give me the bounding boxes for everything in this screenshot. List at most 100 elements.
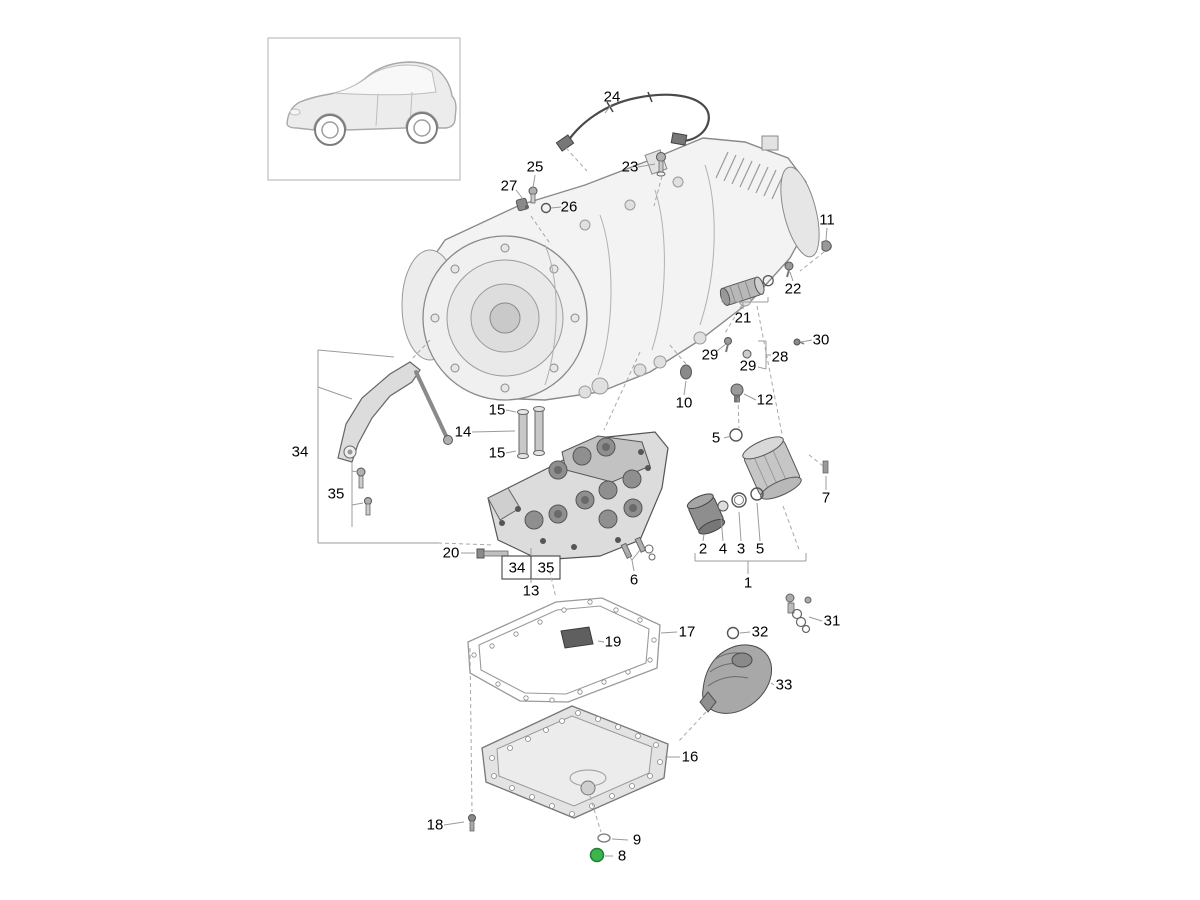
plug-part-12[interactable] xyxy=(730,383,744,403)
sleeve-end xyxy=(719,287,731,306)
callout-25[interactable]: 25 xyxy=(527,159,544,176)
sleeve-part-21[interactable] xyxy=(718,272,776,306)
callout-5[interactable]: 5 xyxy=(756,541,764,558)
oil-pan-part-16[interactable] xyxy=(481,705,669,819)
pin xyxy=(518,413,528,455)
screw-part-30[interactable] xyxy=(793,338,805,346)
callout-6[interactable]: 6 xyxy=(630,572,638,589)
callout-10[interactable]: 10 xyxy=(676,395,693,412)
gasket-part-17[interactable] xyxy=(467,597,661,703)
id-label-part-19[interactable] xyxy=(560,626,594,649)
leader-line xyxy=(437,542,494,546)
fitting-head xyxy=(804,596,812,604)
callout-11[interactable]: 11 xyxy=(819,212,835,229)
leader-line xyxy=(799,251,825,272)
rod-end xyxy=(443,435,453,445)
oring-part-5-upper[interactable] xyxy=(729,428,743,442)
callout-4[interactable]: 4 xyxy=(719,541,727,558)
callout-2[interactable]: 2 xyxy=(699,541,707,558)
callout-33[interactable]: 33 xyxy=(776,677,793,694)
leader-line xyxy=(471,430,516,433)
seal-part-4[interactable] xyxy=(717,500,729,512)
clip-part-11[interactable] xyxy=(821,240,832,252)
cooling-ribs xyxy=(715,151,785,200)
bolt-part-23[interactable] xyxy=(656,152,666,177)
callout-15[interactable]: 15 xyxy=(489,402,506,419)
pan-bolt-holes xyxy=(489,710,663,817)
seal-washer-part-9[interactable] xyxy=(597,833,611,843)
sensor-part-27[interactable] xyxy=(515,197,529,212)
callout-13[interactable]: 13 xyxy=(523,583,540,600)
leader-line xyxy=(738,511,742,542)
bolts-part-29[interactable] xyxy=(724,337,752,359)
callout-21[interactable]: 21 xyxy=(735,310,752,327)
callout-20[interactable]: 20 xyxy=(443,545,460,562)
leader-line xyxy=(530,215,552,246)
callout-16[interactable]: 16 xyxy=(682,749,699,766)
callout-34[interactable]: 34 xyxy=(292,444,309,461)
callout-22[interactable]: 22 xyxy=(785,281,802,298)
callout-28[interactable]: 28 xyxy=(772,349,789,366)
callout-12[interactable]: 12 xyxy=(757,392,774,409)
callout-34[interactable]: 34 xyxy=(509,560,526,577)
leader-line xyxy=(737,397,740,429)
callout-9[interactable]: 9 xyxy=(633,832,641,849)
selector-lever-part-34[interactable] xyxy=(337,361,453,463)
callout-15[interactable]: 15 xyxy=(489,445,506,462)
callout-18[interactable]: 18 xyxy=(427,817,444,834)
bolt-washer xyxy=(656,171,666,177)
callout-23[interactable]: 23 xyxy=(622,159,639,176)
bolt-part-18[interactable] xyxy=(468,814,476,832)
callout-5[interactable]: 5 xyxy=(712,430,720,447)
breather-part-33[interactable] xyxy=(699,644,773,714)
callout-3[interactable]: 3 xyxy=(737,541,745,558)
leader-line xyxy=(807,453,824,467)
leader-line xyxy=(597,640,605,643)
callout-27[interactable]: 27 xyxy=(501,178,518,195)
bolt-part-20[interactable] xyxy=(476,548,509,559)
bolt-part-22[interactable] xyxy=(784,261,794,278)
leader-line xyxy=(800,339,813,343)
housing-hub xyxy=(489,302,521,334)
leader-line xyxy=(637,163,656,168)
callout-8[interactable]: 8 xyxy=(618,848,626,865)
wiring-harness-part-24[interactable] xyxy=(555,91,710,152)
bolt-part-25[interactable] xyxy=(528,186,538,204)
callout-29[interactable]: 29 xyxy=(740,358,757,375)
valve-body-part-13[interactable] xyxy=(487,431,669,561)
bolt-shaft xyxy=(786,269,790,278)
callout-14[interactable]: 14 xyxy=(455,424,472,441)
washer xyxy=(533,406,545,412)
callout-29[interactable]: 29 xyxy=(702,347,719,364)
fittings-part-31[interactable] xyxy=(785,593,812,634)
callout-17[interactable]: 17 xyxy=(679,624,696,641)
oring-part-5-lower[interactable] xyxy=(750,487,764,501)
oring-part-32[interactable] xyxy=(726,626,740,640)
filter-housing-part-1[interactable] xyxy=(740,433,804,504)
bolts-part-35[interactable] xyxy=(356,467,372,516)
seal-ring-part-26[interactable] xyxy=(540,202,552,214)
callout-31[interactable]: 31 xyxy=(824,613,841,630)
callout-26[interactable]: 26 xyxy=(561,199,578,216)
callout-19[interactable]: 19 xyxy=(605,634,622,651)
ring-part-3[interactable] xyxy=(731,492,747,508)
callout-1[interactable]: 1 xyxy=(744,575,752,592)
bolt-head xyxy=(784,261,794,271)
grommet-part-10[interactable] xyxy=(680,364,692,380)
callout-32[interactable]: 32 xyxy=(752,624,769,641)
callout-35[interactable]: 35 xyxy=(538,560,555,577)
car-rear-wheel xyxy=(406,112,438,144)
filter-element-part-2[interactable] xyxy=(685,491,726,537)
callout-35[interactable]: 35 xyxy=(328,486,345,503)
callout-7[interactable]: 7 xyxy=(822,490,830,507)
leader-line xyxy=(757,366,767,370)
bolt-shaft xyxy=(469,820,475,832)
pin-part-7[interactable] xyxy=(822,460,829,474)
callout-30[interactable]: 30 xyxy=(813,332,830,349)
callout-24[interactable]: 24 xyxy=(604,89,621,106)
drain-plug-part-8-highlighted[interactable] xyxy=(589,847,605,863)
leader-line xyxy=(743,393,757,401)
pins-part-14-15[interactable] xyxy=(517,406,545,459)
bolt-head xyxy=(476,548,485,559)
sleeve-oring xyxy=(762,275,774,287)
